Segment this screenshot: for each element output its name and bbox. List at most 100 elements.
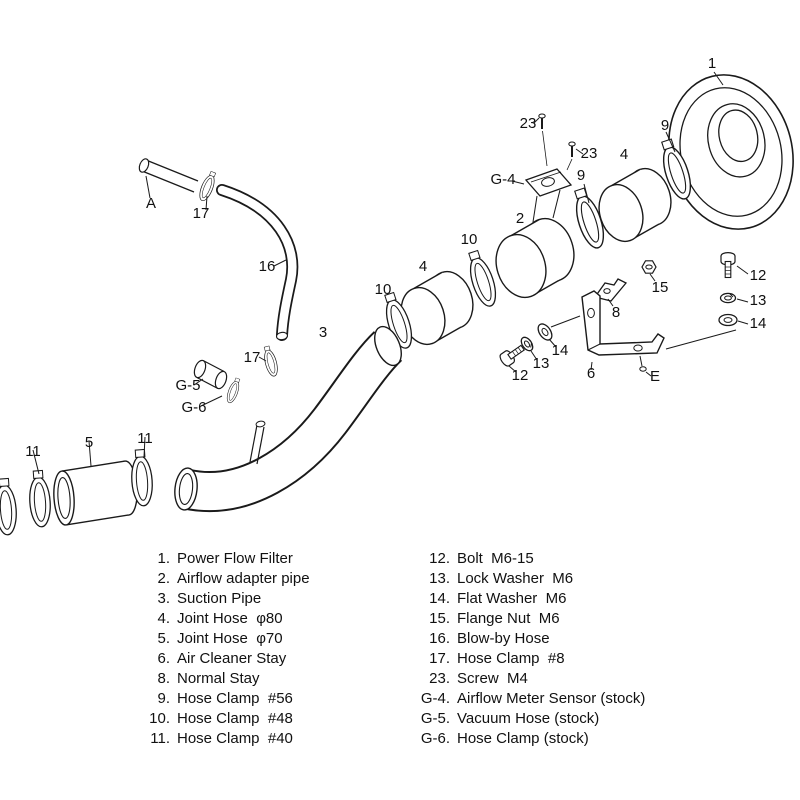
part-number: 6. xyxy=(157,650,170,667)
part-callout: 11 xyxy=(25,443,41,460)
part-callout: 14 xyxy=(750,315,767,332)
part-callout: 8 xyxy=(612,304,620,321)
air-cleaner-stay xyxy=(581,290,665,372)
hose-clamp-40 xyxy=(27,469,53,529)
part-callout: 9 xyxy=(577,167,585,184)
part-callout: 16 xyxy=(259,258,276,275)
hose-clamp-8 xyxy=(196,169,219,203)
part-name: Normal Stay xyxy=(177,670,260,687)
part-number: 12. xyxy=(429,550,450,567)
part-callout: 12 xyxy=(750,267,767,284)
parts-list: 1.Power Flow Filter 2.Airflow adapter pi… xyxy=(0,549,800,759)
part-callout: 11 xyxy=(137,430,153,447)
part-callout: 6 xyxy=(587,365,595,382)
suction-pipe xyxy=(174,325,403,513)
part-name: Hose Clamp #8 xyxy=(457,650,565,667)
joint-hose-80 xyxy=(598,167,672,243)
assembly-line xyxy=(542,130,548,167)
part-callout: 2 xyxy=(516,210,524,227)
parts-list-right-column: 12.Bolt M6-15 13.Lock Washer M6 14.Flat … xyxy=(404,549,646,749)
part-number: 14. xyxy=(429,590,450,607)
parts-list-item: G-5. Vacuum Hose (stock) xyxy=(404,709,645,729)
part-number: 13. xyxy=(429,570,450,587)
part-callout: 15 xyxy=(652,279,669,296)
vacuum-hose xyxy=(193,359,228,390)
parts-list-item: 3. Suction Pipe xyxy=(140,589,310,609)
part-callout: G-5 xyxy=(175,377,200,394)
parts-list-left-column: 1.Power Flow Filter 2.Airflow adapter pi… xyxy=(140,549,310,749)
part-number: 8. xyxy=(157,670,170,687)
part-number: 4. xyxy=(157,610,170,627)
stock-tube-a xyxy=(138,158,199,193)
part-number: 16. xyxy=(429,630,450,647)
part-name: Suction Pipe xyxy=(177,590,262,607)
part-number: 15. xyxy=(429,610,450,627)
parts-list-item: 15. Flange Nut M6 xyxy=(404,609,645,629)
parts-list-item: 5. Joint Hose φ70 xyxy=(140,629,310,649)
part-callout: 17 xyxy=(244,349,261,366)
lock-washer-m6 xyxy=(719,292,737,304)
part-name: Hose Clamp #48 xyxy=(177,710,293,727)
diagram-canvas: A 17 16 G-5 G-6 17 3 11 5 11 10 4 10 2 G… xyxy=(0,55,794,537)
part-callout: 23 xyxy=(520,115,537,132)
parts-list-item: 16.Blow-by Hose xyxy=(404,629,645,649)
airflow-adapter-pipe xyxy=(495,217,575,299)
flat-washer-m6 xyxy=(534,320,556,344)
parts-list-item: 23. Screw M4 xyxy=(404,669,645,689)
part-callout: 5 xyxy=(85,434,93,451)
part-name: Hose Clamp #40 xyxy=(177,730,293,747)
part-callout: A xyxy=(146,195,156,212)
leader-lines xyxy=(32,71,749,475)
part-name: Vacuum Hose (stock) xyxy=(457,710,600,727)
part-callout: 4 xyxy=(419,258,427,275)
part-callout: 10 xyxy=(375,281,392,298)
part-number: 9. xyxy=(157,690,170,707)
part-callout: 13 xyxy=(750,292,767,309)
parts-list-item: 9. Hose Clamp #56 xyxy=(140,689,310,709)
part-number: G-6. xyxy=(420,730,450,747)
bolt-m6 xyxy=(720,252,736,279)
airflow-meter-sensor xyxy=(524,168,573,223)
hose-clamp-8 xyxy=(260,344,281,378)
part-number: 3. xyxy=(157,590,170,607)
part-callout: G-6 xyxy=(181,399,206,416)
part-name: Hose Clamp #56 xyxy=(177,690,293,707)
part-number: 1. xyxy=(157,550,170,567)
part-name: Joint Hose φ70 xyxy=(177,630,283,647)
parts-list-item: 12. Bolt M6-15 xyxy=(404,549,645,569)
part-number: G-5. xyxy=(420,710,450,727)
part-callout: 9 xyxy=(661,117,669,134)
part-number: 17. xyxy=(429,650,450,667)
part-number: 23. xyxy=(429,670,450,687)
part-name: Power Flow Filter xyxy=(177,550,293,567)
part-name: Bolt M6-15 xyxy=(457,550,534,567)
screw-m4 xyxy=(567,141,577,158)
part-number: G-4. xyxy=(420,690,450,707)
part-number: 11. xyxy=(150,730,170,747)
normal-stay xyxy=(593,278,628,302)
part-name: Airflow Meter Sensor (stock) xyxy=(457,690,646,707)
assembly-line xyxy=(566,158,573,171)
part-name: Air Cleaner Stay xyxy=(177,650,287,667)
parts-list-item: G-4. Airflow Meter Sensor (stock) xyxy=(404,689,646,709)
part-number: 10. xyxy=(149,710,170,727)
flat-washer-m6 xyxy=(718,313,738,327)
parts-list-item: 6. Air Cleaner Stay xyxy=(140,649,310,669)
parts-list-item: 1. Power Flow Filter xyxy=(140,549,310,569)
part-callout: 10 xyxy=(461,231,478,248)
part-name: Screw M4 xyxy=(457,670,528,687)
part-callout: G-4 xyxy=(490,171,515,188)
part-name: Flange Nut M6 xyxy=(457,610,560,627)
part-callout: E xyxy=(650,368,660,385)
hose-clamp-40 xyxy=(0,477,19,537)
part-number: 5. xyxy=(157,630,170,647)
parts-list-item: 4.Joint Hose φ80 xyxy=(140,609,310,629)
parts-list-item: 17. Hose Clamp #8 xyxy=(404,649,645,669)
part-callout: 13 xyxy=(533,355,550,372)
part-callout: 17 xyxy=(193,205,210,222)
joint-hose-70 xyxy=(53,460,138,526)
part-name: Flat Washer M6 xyxy=(457,590,567,607)
power-flow-filter xyxy=(668,74,794,230)
flange-nut xyxy=(641,260,657,274)
